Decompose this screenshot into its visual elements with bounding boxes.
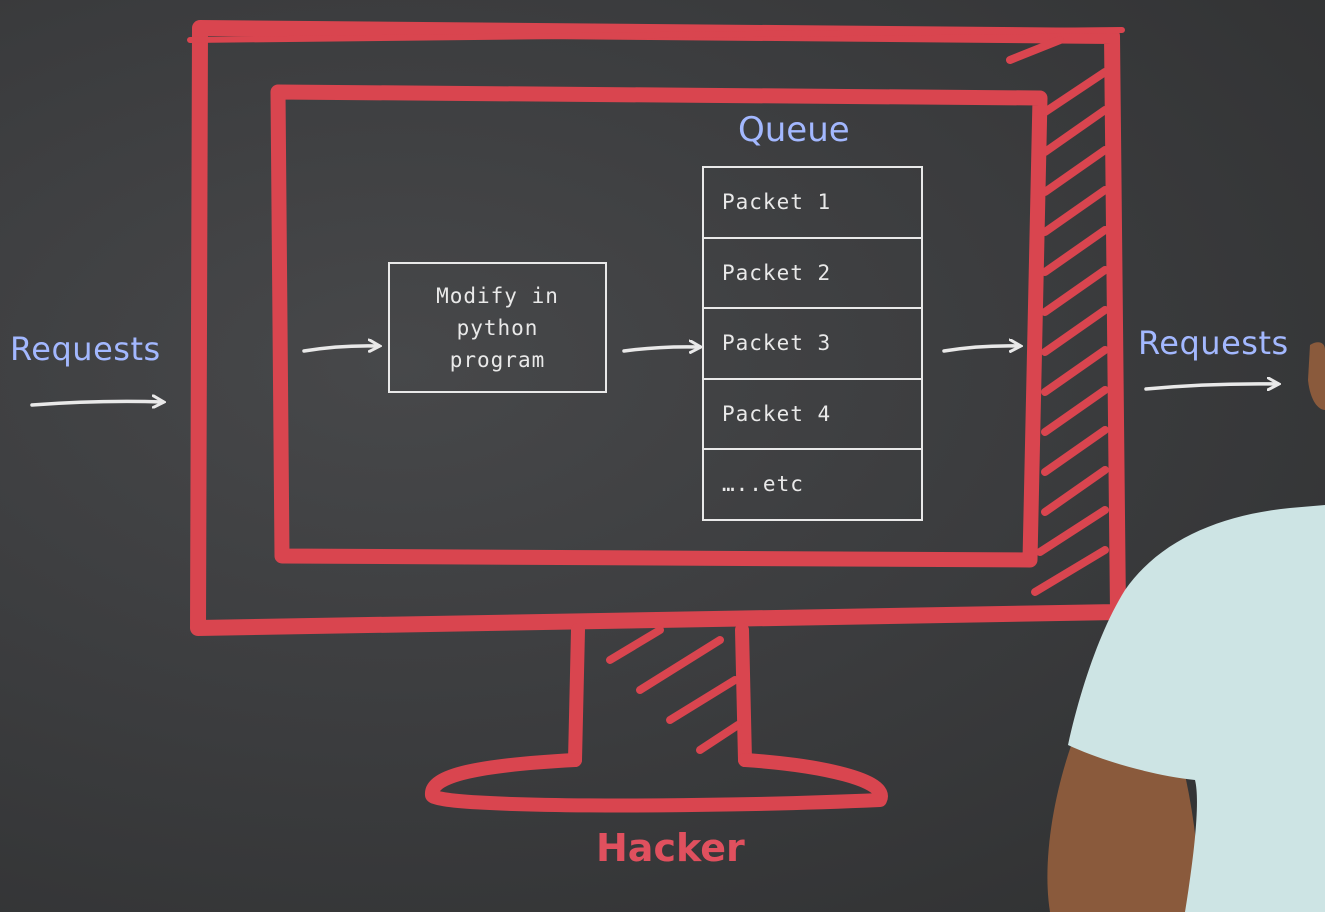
arrow-requests-in	[30, 401, 163, 405]
stand-hatching	[606, 626, 742, 754]
arrow-requests-out	[1144, 384, 1278, 389]
arrow-from-queue	[942, 346, 1020, 351]
queue-cell: …..etc	[704, 450, 921, 521]
queue-cell: Packet 3	[704, 309, 921, 380]
queue-cell: Packet 1	[704, 168, 921, 239]
hacker-label: Hacker	[596, 826, 745, 870]
monitor-frame	[187, 20, 1126, 813]
monitor-hatching	[1006, 36, 1109, 596]
queue-title: Queue	[738, 110, 850, 150]
requests-out-label: Requests	[1138, 324, 1289, 362]
flow-arrows	[30, 346, 1278, 405]
requests-in-label: Requests	[10, 330, 161, 368]
arrow-to-queue	[622, 347, 700, 351]
queue-cell: Packet 4	[704, 380, 921, 450]
queue-cell: Packet 2	[704, 239, 921, 309]
packet-queue: Packet 1 Packet 2 Packet 3 Packet 4 …..e…	[702, 166, 923, 521]
modify-python-box: Modify in python program	[388, 262, 607, 393]
modify-box-text: Modify in python program	[436, 283, 559, 372]
arrow-to-modify	[302, 346, 379, 351]
